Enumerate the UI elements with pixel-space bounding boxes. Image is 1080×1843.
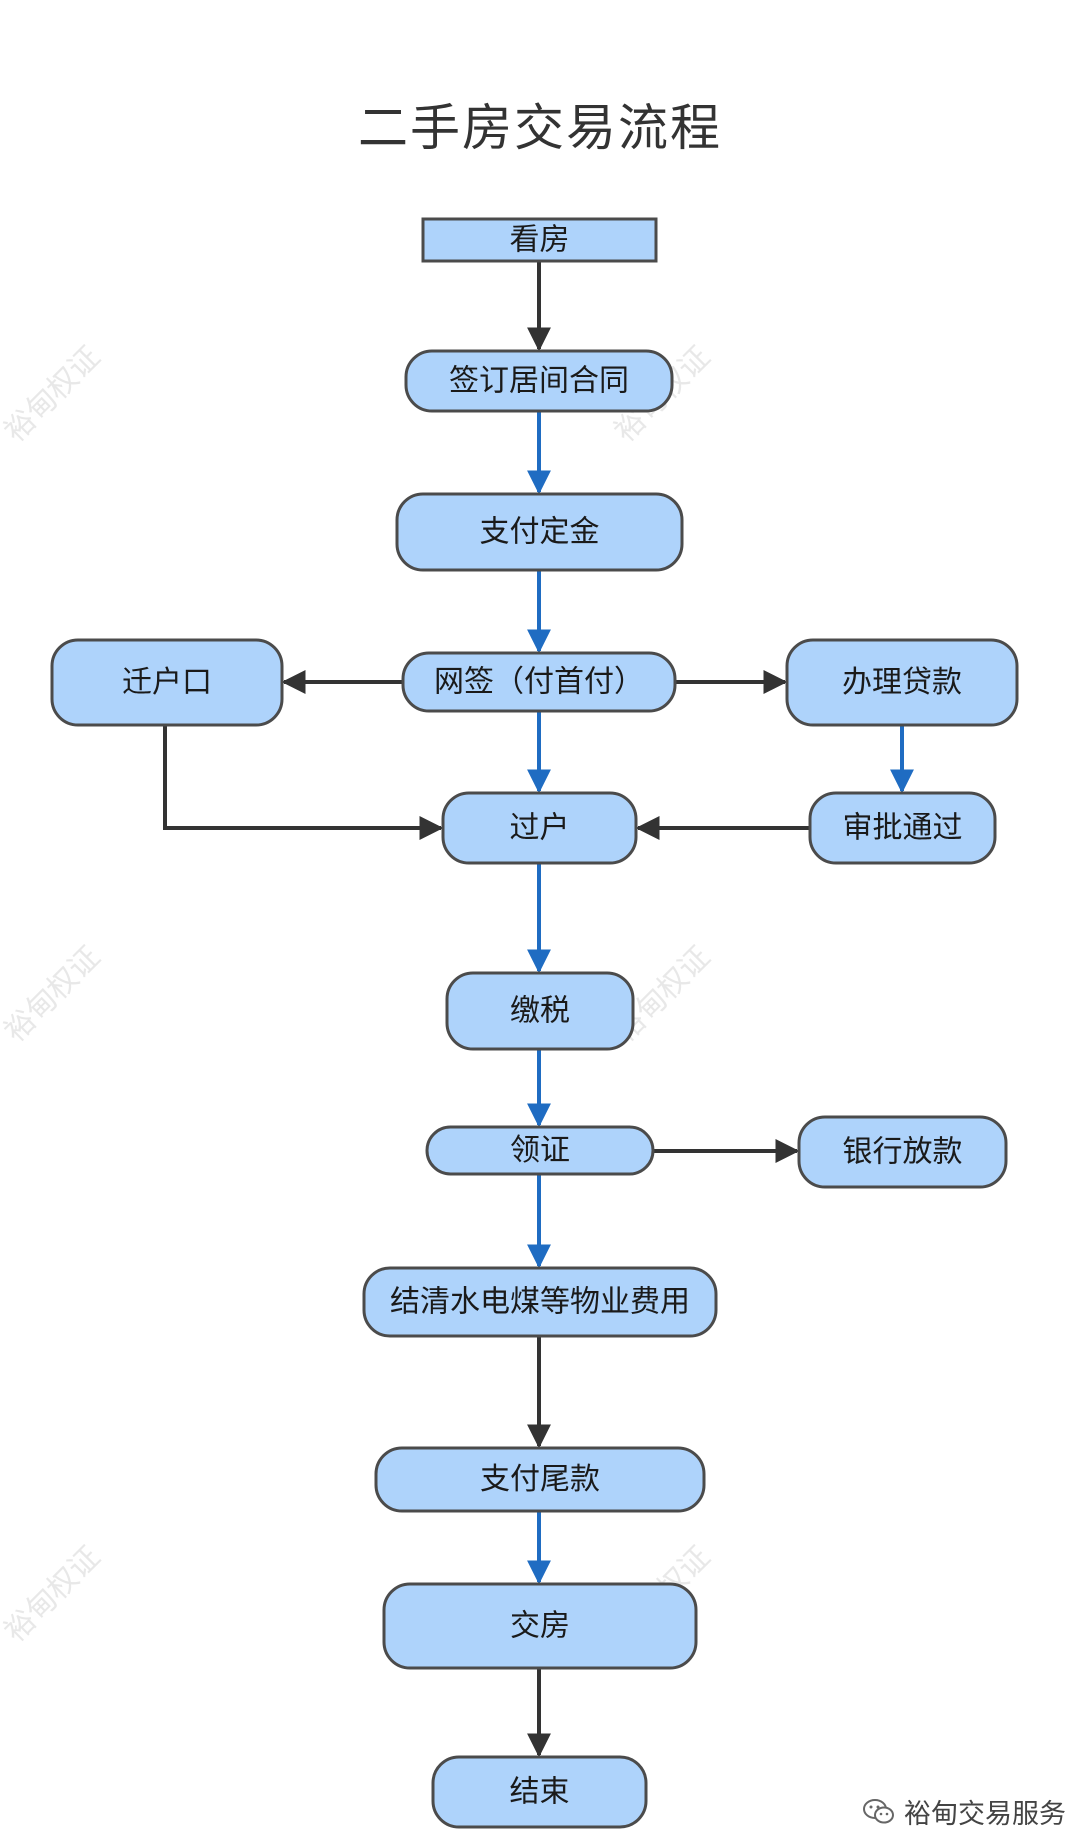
account-footer: 裕甸交易服务 [862,1792,1066,1831]
node-box [395,492,684,572]
node-label: 结清水电煤等物业费用 [390,1285,690,1320]
node-box [425,1125,655,1176]
node-weikuan: 支付尾款 [374,1446,706,1513]
node-qianding: 签订居间合同 [404,349,674,413]
node-jiaofang: 交房 [382,1582,698,1670]
node-label: 网签（付首付） [434,665,644,700]
node-label: 过户 [510,811,570,846]
node-box [431,1755,648,1829]
node-box [374,1446,706,1513]
node-box [808,791,997,865]
node-box [445,971,635,1051]
node-box [441,791,638,865]
node-box [404,349,674,413]
node-kanfang: 看房 [421,217,658,263]
node-label: 银行放款 [843,1135,963,1170]
node-dingjin: 支付定金 [395,492,684,572]
node-box [401,651,677,713]
node-box [785,638,1019,727]
node-label: 领证 [510,1133,570,1168]
node-box [797,1115,1008,1189]
node-lingzheng: 领证 [425,1125,655,1176]
node-label: 缴税 [510,994,570,1029]
node-label: 看房 [510,223,570,258]
node-jiaoshui: 缴税 [445,971,635,1051]
node-fangkuan: 银行放款 [797,1115,1008,1189]
node-label: 办理贷款 [842,665,962,700]
node-box [382,1582,698,1670]
node-qianhu: 迁户口 [50,638,284,727]
node-daikuan: 办理贷款 [785,638,1019,727]
arrow-qianhu-to-guohu [163,725,444,840]
wechat-icon [863,1798,894,1823]
node-shenpi: 审批通过 [808,791,997,865]
node-jieqing: 结清水电煤等物业费用 [362,1266,718,1338]
node-jieshu: 结束 [431,1755,648,1829]
node-label: 交房 [510,1609,570,1644]
node-label: 支付定金 [480,515,600,550]
diagram-title: 二手房交易流程 [358,99,722,157]
node-wangqian: 网签（付首付） [401,651,677,713]
node-box [421,217,658,263]
node-label: 审批通过 [843,811,963,846]
node-label: 迁户口 [122,665,212,700]
node-label: 签订居间合同 [449,364,629,399]
node-box [50,638,284,727]
node-box [362,1266,718,1338]
account-name: 裕甸交易服务 [904,1799,1066,1830]
node-guohu: 过户 [441,791,638,865]
node-label: 支付尾款 [480,1462,600,1497]
node-label: 结束 [510,1775,570,1810]
